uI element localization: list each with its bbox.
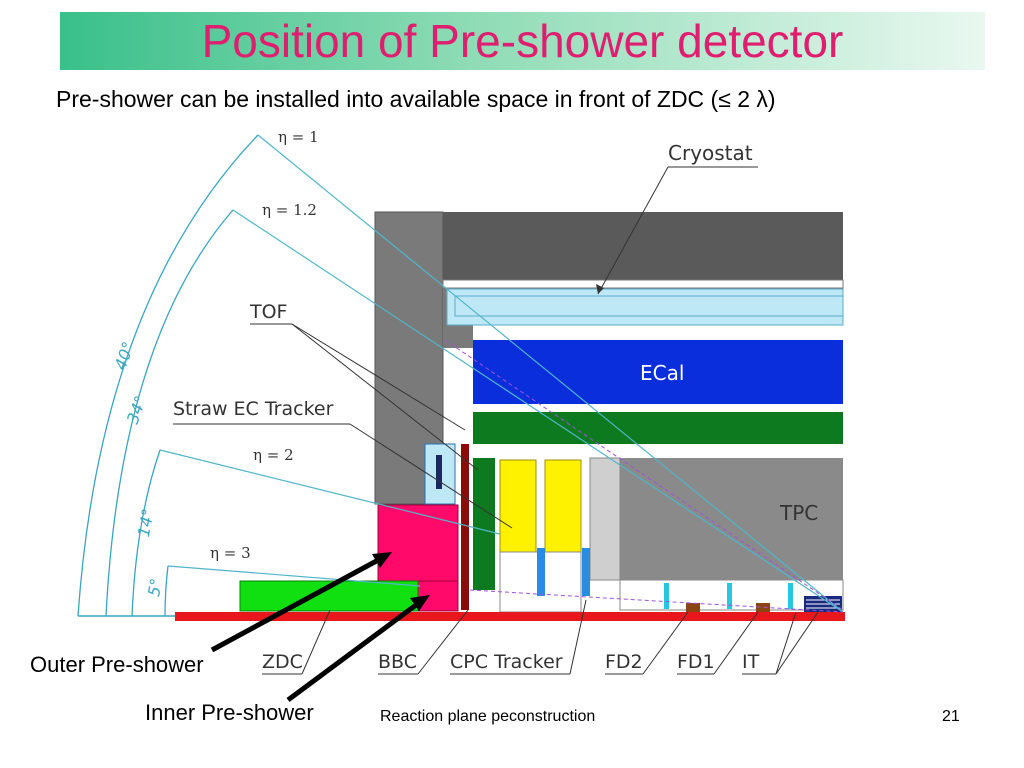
eta-12-label: η = 1.2	[262, 201, 317, 219]
outer-preshower-caption: Outer Pre-shower	[30, 652, 204, 677]
acceptance-line-1	[444, 339, 844, 611]
cryostat-arrowhead	[596, 284, 604, 294]
ecal-barrel	[473, 340, 843, 404]
tpc-endplate	[589, 457, 621, 581]
small-module-core	[436, 455, 442, 489]
straw-label: Straw EC Tracker	[173, 398, 334, 420]
straw-leader	[349, 423, 513, 529]
straw-tracker-2	[544, 459, 582, 553]
bbc-leader	[417, 609, 469, 675]
eta-1-line	[257, 134, 844, 613]
fd2-label: FD2	[605, 651, 643, 673]
zdc-leader	[301, 609, 331, 675]
cpc-leader	[569, 599, 587, 675]
straw-tracker-1	[499, 459, 537, 553]
support-plate	[461, 444, 469, 610]
beam-pipe	[175, 612, 845, 621]
title-band	[60, 12, 985, 70]
inner-preshower-arrowhead	[410, 595, 430, 611]
tof-barrel	[473, 412, 843, 444]
cryostat-gap	[442, 279, 844, 289]
slide-title: Position of Pre-shower detector	[201, 15, 844, 67]
arc-14	[131, 449, 161, 617]
arc-40	[77, 134, 259, 617]
angle-14-label: 14°	[134, 507, 158, 538]
it-sensor	[788, 583, 793, 609]
cryostat-leader	[597, 166, 669, 295]
tof-leader-2	[291, 323, 479, 471]
it-label: IT	[742, 651, 760, 673]
arc-5	[164, 565, 169, 617]
slide-footer: Reaction plane peconstruction	[380, 708, 596, 725]
tof-endcap	[473, 458, 495, 590]
slide-subtitle: Pre-shower can be installed into availab…	[56, 86, 776, 112]
cpc-tracker-2	[582, 548, 590, 596]
cryostat-coil	[454, 295, 844, 317]
cpc-label: CPC Tracker	[450, 651, 563, 673]
fd2-box	[686, 603, 700, 612]
eta-2-label: η = 2	[253, 446, 294, 464]
outer-preshower	[377, 504, 459, 582]
cryostat-body	[446, 288, 844, 326]
cryostat-outer-block	[443, 212, 843, 280]
arc-34	[105, 209, 234, 617]
page-number: 21	[942, 708, 960, 725]
angle-5-label: 5°	[144, 577, 166, 598]
tpc-body	[620, 458, 843, 580]
fd1-sensor	[727, 583, 732, 609]
small-module	[424, 443, 456, 505]
fd2-leader	[642, 611, 689, 675]
fd1-leader	[713, 611, 759, 675]
acceptance-line-2	[469, 589, 844, 613]
eta-1-label: η = 1	[278, 128, 319, 146]
tof-label: TOF	[249, 301, 288, 323]
it-leader-1	[775, 611, 797, 675]
cryostat-label: Cryostat	[668, 141, 753, 165]
cpc-tracker-1	[537, 548, 545, 596]
eta-3-line	[167, 565, 421, 587]
eta-2-line	[159, 449, 501, 535]
tpc-label: TPC	[779, 501, 818, 525]
fd1-box	[756, 603, 770, 612]
zdc-label: ZDC	[262, 651, 303, 673]
fd1-label: FD1	[677, 651, 715, 673]
outer-preshower-arrow	[210, 555, 384, 653]
bbc-label: BBC	[378, 651, 417, 673]
eta-3-label: η = 3	[210, 544, 251, 562]
inner-preshower-caption: Inner Pre-shower	[145, 700, 314, 725]
inner-preshower-arrow	[286, 599, 422, 703]
it-leader-2	[775, 611, 819, 675]
ecal-label: ECal	[640, 361, 684, 385]
tof-leader-1	[291, 323, 466, 431]
outer-preshower-arrowhead	[372, 552, 392, 568]
fd2-sensor	[664, 583, 669, 609]
eta-12-line	[232, 209, 844, 613]
